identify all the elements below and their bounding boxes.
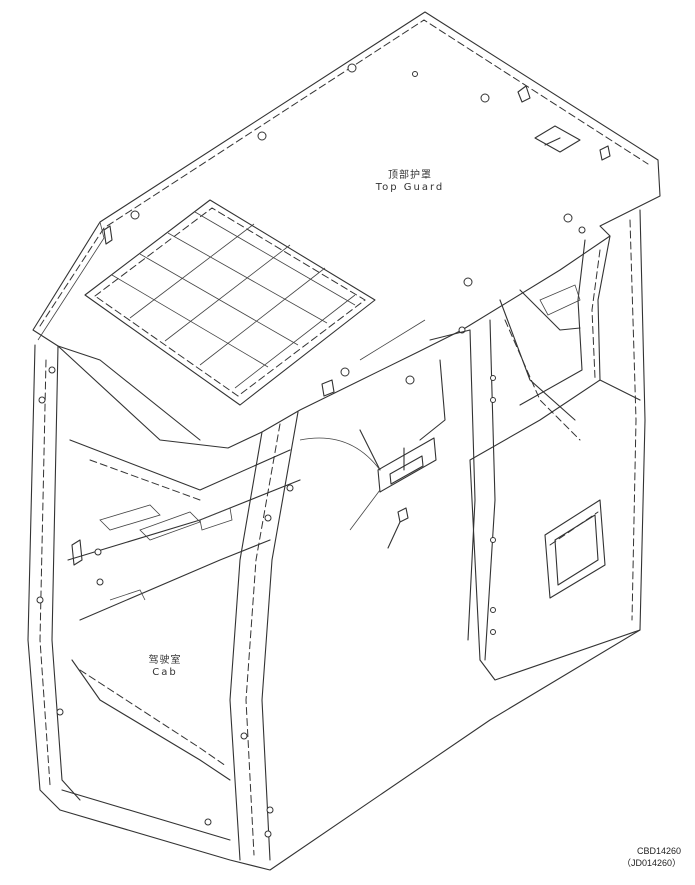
cab-label-en: Cab [152,667,178,678]
top-guard-mesh [84,199,376,406]
top-guard-holes [103,63,611,397]
cab-left-pillars [27,344,81,811]
top-guard-label-en: Top Guard [375,182,445,193]
cab-bottom-frame [59,629,641,871]
cab-door-pillar [229,411,299,861]
cab-rear-wall [57,345,301,621]
figure-code-secondary: （JD014260） [621,858,681,868]
top-guard-label: 顶部护罩 Top Guard [370,170,450,194]
cab-label-cn: 驾驶室 [148,655,182,666]
figure-code: CBD14260 （JD014260） [622,846,681,869]
figure-code-primary: CBD14260 [636,846,681,856]
top-guard-plate [32,11,661,449]
cab-right-side-frame [467,209,646,681]
cab-label: 驾驶室 Cab [135,655,195,679]
top-guard-label-cn: 顶部护罩 [388,170,432,181]
cab-inner-structure [419,284,581,441]
side-window-opening [544,499,606,599]
label-plate [299,319,437,549]
